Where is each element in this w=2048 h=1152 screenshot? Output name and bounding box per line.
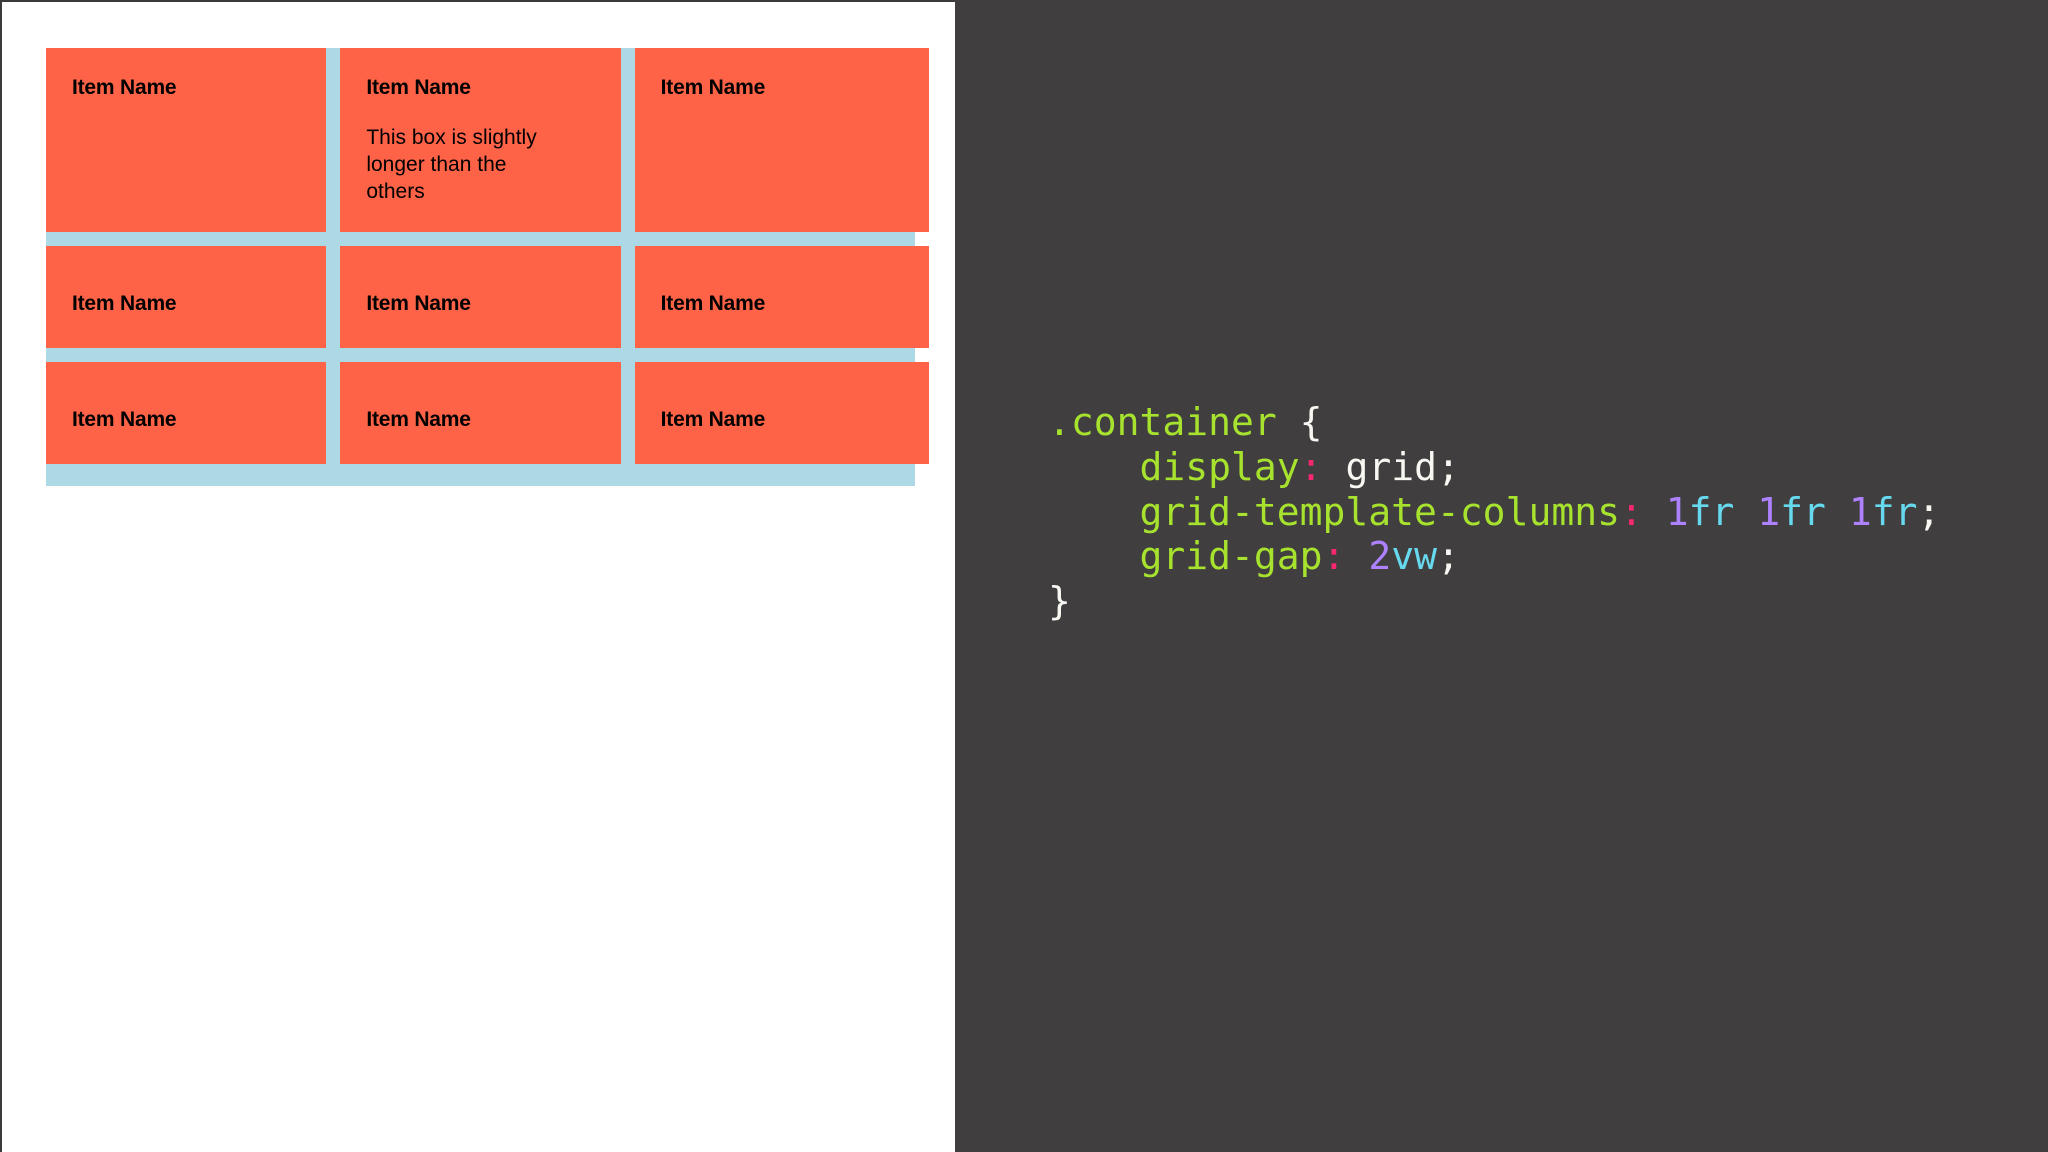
code-line-selector: .container { xyxy=(1048,400,2008,445)
grid-item[interactable]: Item Name xyxy=(634,246,929,348)
item-title: Item Name xyxy=(660,76,766,99)
css-colon: : xyxy=(1299,444,1323,489)
item-title: Item Name xyxy=(660,408,766,431)
item-title: Item Name xyxy=(72,408,177,431)
item-title: Item Name xyxy=(366,292,471,315)
grid-container: Item Name Item Name This box is slightly… xyxy=(46,48,929,486)
item-description: This box is slightly longer than the oth… xyxy=(366,126,537,203)
item-title: Item Name xyxy=(72,76,177,99)
css-property-grid-gap: grid-gap xyxy=(1139,534,1323,579)
css-number-3: 1 xyxy=(1848,489,1872,534)
css-number-2: 1 xyxy=(1757,489,1781,534)
item-title: Item Name xyxy=(366,76,471,99)
css-space xyxy=(1643,490,1666,534)
code-line-grid-gap: grid-gap: 2vw; xyxy=(1048,534,2008,579)
css-unit-vw: vw xyxy=(1391,534,1437,579)
grid-item[interactable]: Item Name This box is slightly longer th… xyxy=(340,48,621,232)
css-semicolon: ; xyxy=(1917,489,1941,534)
grid-item[interactable]: Item Name xyxy=(46,362,327,464)
css-unit-fr-2: fr xyxy=(1780,489,1826,534)
css-selector: .container xyxy=(1048,400,1277,444)
css-colon: : xyxy=(1322,534,1346,579)
css-brace-open: { xyxy=(1276,400,1323,444)
css-number-2vw: 2 xyxy=(1368,534,1392,579)
grid-item[interactable]: Item Name xyxy=(340,246,621,348)
rendered-page-preview: Item Name Item Name This box is slightly… xyxy=(0,0,955,1152)
grid-item[interactable]: Item Name xyxy=(46,48,327,232)
item-title: Item Name xyxy=(72,292,177,315)
css-indent xyxy=(1048,445,1140,489)
css-semicolon: ; xyxy=(1436,534,1460,579)
code-line-brace-close: } xyxy=(1048,579,2008,624)
css-unit-fr-3: fr xyxy=(1871,489,1918,534)
grid-item[interactable]: Item Name xyxy=(634,362,929,464)
css-property-display: display xyxy=(1139,444,1300,489)
css-space xyxy=(1826,490,1849,534)
item-title: Item Name xyxy=(366,408,471,431)
css-number-1: 1 xyxy=(1665,489,1689,534)
css-code-block[interactable]: .container { display: grid; grid-templat… xyxy=(1048,400,2008,624)
css-brace-close: } xyxy=(1048,579,1071,624)
css-space xyxy=(1734,490,1757,534)
css-value-grid: grid; xyxy=(1322,444,1460,489)
css-indent xyxy=(1048,490,1140,534)
grid-item[interactable]: Item Name xyxy=(46,246,327,348)
grid-item[interactable]: Item Name xyxy=(634,48,929,232)
css-space xyxy=(1345,534,1368,578)
css-unit-fr-1: fr xyxy=(1688,489,1735,534)
grid-item[interactable]: Item Name xyxy=(340,362,621,464)
code-line-display: display: grid; xyxy=(1048,445,2008,490)
css-indent xyxy=(1048,534,1140,578)
code-line-grid-template-columns: grid-template-columns: 1fr 1fr 1fr; xyxy=(1048,490,2008,535)
code-pane: .container { display: grid; grid-templat… xyxy=(955,0,2048,1152)
css-colon: : xyxy=(1619,489,1643,534)
item-title: Item Name xyxy=(660,292,766,315)
css-property-grid-template-columns: grid-template-columns xyxy=(1139,489,1620,534)
